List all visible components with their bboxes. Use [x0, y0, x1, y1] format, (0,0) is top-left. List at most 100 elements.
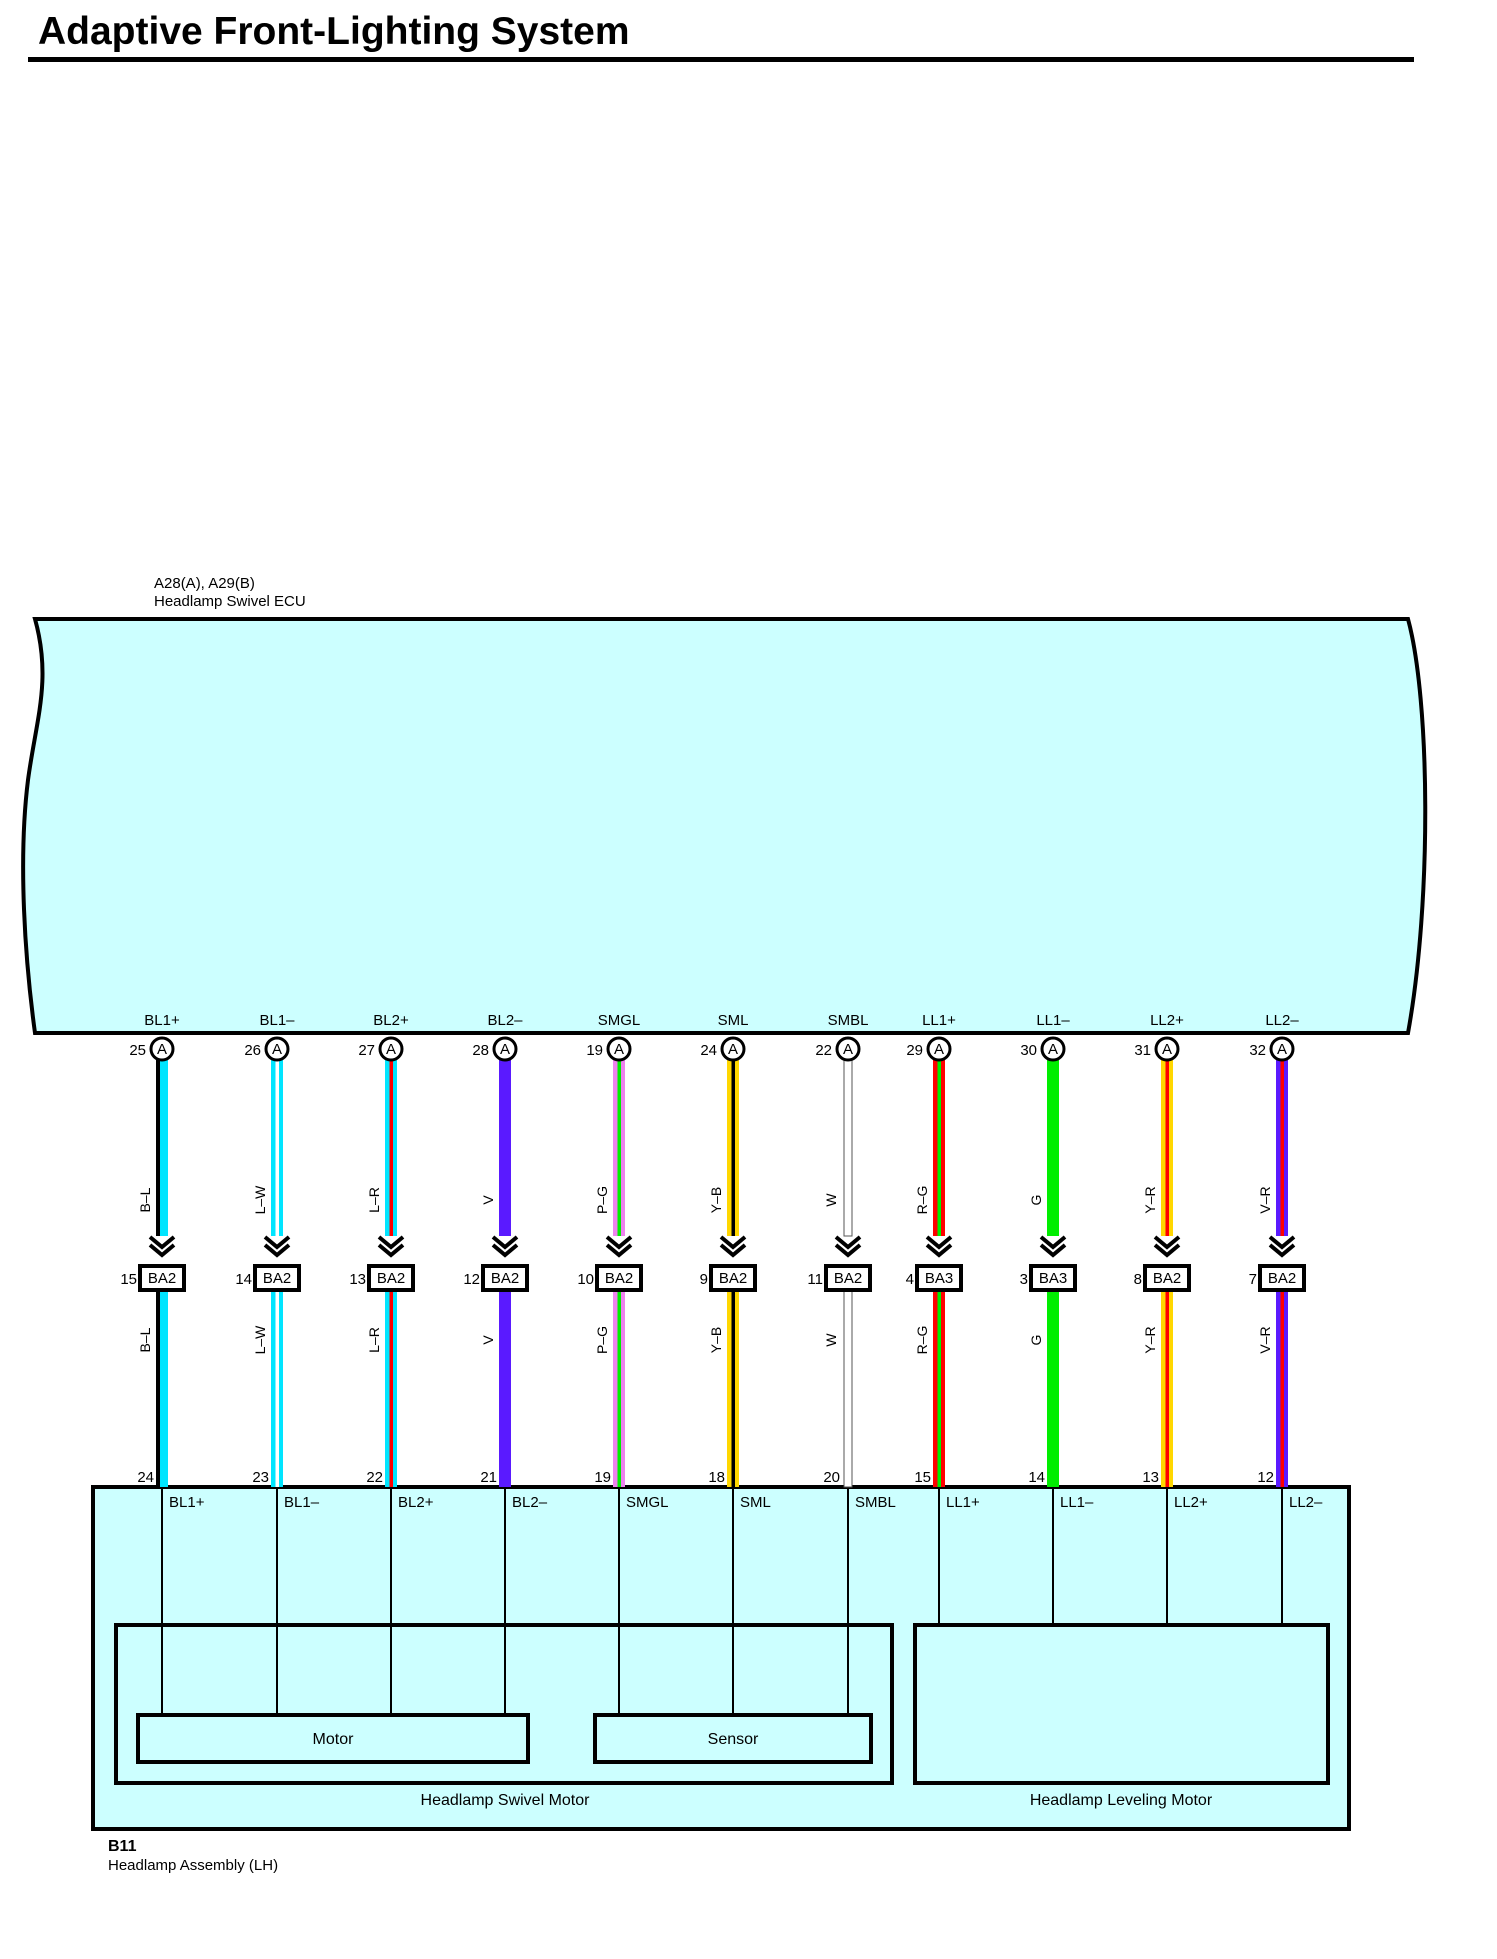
ecu-signal-label: SMGL	[598, 1012, 641, 1029]
ecu-name: Headlamp Swivel ECU	[154, 593, 306, 610]
ecu-signal-label: LL1–	[1036, 1012, 1070, 1029]
wire-segment	[499, 1049, 511, 1236]
assembly-signal-label: LL2+	[1174, 1494, 1208, 1511]
junction-connector	[709, 1264, 757, 1292]
wire-stripe	[1165, 1049, 1169, 1236]
ecu-connector-letter: A	[843, 1041, 853, 1058]
wire-stripe	[617, 1290, 621, 1487]
junction-pin-number: 3	[1020, 1271, 1028, 1288]
ecu-connector-letter: A	[1277, 1041, 1287, 1058]
junction-pin-number: 14	[235, 1271, 252, 1288]
assembly-signal-label: BL2–	[512, 1494, 548, 1511]
junction-pin-number: 4	[906, 1271, 914, 1288]
wire-color-label: Y–R	[1142, 1326, 1158, 1353]
ecu-pin-circle	[378, 1036, 404, 1062]
junction-connector	[253, 1264, 301, 1292]
swivel-motor-label: Headlamp Swivel Motor	[421, 1792, 591, 1809]
assembly-name: Headlamp Assembly (LH)	[108, 1857, 278, 1874]
assembly-signal-label: SMBL	[855, 1494, 896, 1511]
wire-segment	[843, 1048, 853, 1237]
ecu-connector-letter: A	[1048, 1041, 1058, 1058]
leveling-motor-label: Headlamp Leveling Motor	[1030, 1792, 1213, 1809]
wire-stripe	[937, 1290, 941, 1487]
wire-color-label: L–W	[252, 1325, 268, 1355]
wire-color-label: Y–B	[708, 1327, 724, 1353]
title-rule	[28, 57, 1414, 62]
ecu-connector-letter: A	[934, 1041, 944, 1058]
junction-label: BA2	[1268, 1270, 1296, 1287]
ecu-pin-circle	[1040, 1036, 1066, 1062]
wire-stripe	[156, 1049, 160, 1236]
wire-stripe	[617, 1049, 621, 1236]
junction-connector	[367, 1264, 415, 1292]
ecu-connector-letter: A	[1162, 1041, 1172, 1058]
wire-color-label: R–G	[914, 1186, 930, 1215]
junction-connector	[595, 1264, 643, 1292]
wire-stripe	[1280, 1049, 1284, 1236]
assembly-signal-label: BL1–	[284, 1494, 320, 1511]
junction-pin-number: 15	[120, 1271, 137, 1288]
ecu-pin-circle	[606, 1036, 632, 1062]
junction-connector	[138, 1264, 186, 1292]
ecu-signal-label: BL1+	[144, 1012, 180, 1029]
wire-color-label: B–L	[137, 1187, 153, 1212]
ecu-connector-letter: A	[272, 1041, 282, 1058]
junction-label: BA3	[1039, 1270, 1067, 1287]
ecu-pin-number: 32	[1249, 1042, 1266, 1059]
junction-connector	[481, 1264, 529, 1292]
junction-pin-number: 12	[463, 1271, 480, 1288]
junction-connector	[1143, 1264, 1191, 1292]
ecu-signal-label: BL1–	[259, 1012, 295, 1029]
assembly-signal-label: LL1+	[946, 1494, 980, 1511]
wire-color-label: P–G	[594, 1326, 610, 1354]
ecu-pin-number: 26	[244, 1042, 261, 1059]
junction-connector	[915, 1264, 963, 1292]
wire-stripe	[389, 1049, 393, 1236]
ecu-signal-label: LL1+	[922, 1012, 956, 1029]
assembly-pin-number: 21	[480, 1469, 497, 1486]
wire-color-label: W	[823, 1193, 839, 1207]
assembly-pin-number: 15	[914, 1469, 931, 1486]
ecu-pin-circle	[720, 1036, 746, 1062]
junction-pin-number: 7	[1249, 1271, 1257, 1288]
wire-color-label: W	[823, 1333, 839, 1347]
junction-pin-number: 9	[700, 1271, 708, 1288]
wire-color-label: V–R	[1257, 1326, 1273, 1353]
wire-segment	[1047, 1290, 1059, 1487]
ecu-code: A28(A), A29(B)	[154, 575, 255, 592]
ecu-pin-number: 25	[129, 1042, 146, 1059]
ecu-signal-label: LL2+	[1150, 1012, 1184, 1029]
ecu-pin-number: 24	[700, 1042, 717, 1059]
assembly-signal-label: BL2+	[398, 1494, 434, 1511]
wire-color-label: R–G	[914, 1326, 930, 1355]
ecu-signal-label: SML	[718, 1012, 749, 1029]
junction-pin-number: 10	[577, 1271, 594, 1288]
assembly-signal-label: BL1+	[169, 1494, 205, 1511]
wire-stripe	[1280, 1290, 1284, 1487]
junction-pin-number: 8	[1134, 1271, 1142, 1288]
junction-connector	[1029, 1264, 1077, 1292]
wire-color-label: L–R	[366, 1187, 382, 1213]
assembly-pin-number: 22	[366, 1469, 383, 1486]
ecu-pin-number: 22	[815, 1042, 832, 1059]
wire-color-label: Y–B	[708, 1187, 724, 1213]
assembly-pin-number: 20	[823, 1469, 840, 1486]
wire-segment	[1047, 1049, 1059, 1236]
ecu-pin-number: 29	[906, 1042, 923, 1059]
assembly-signal-label: LL1–	[1060, 1494, 1094, 1511]
ecu-pin-number: 19	[586, 1042, 603, 1059]
wire-stripe	[275, 1049, 279, 1236]
assembly-signal-label: LL2–	[1289, 1494, 1323, 1511]
sensor-label: Sensor	[708, 1731, 759, 1748]
assembly-code: B11	[108, 1838, 137, 1855]
